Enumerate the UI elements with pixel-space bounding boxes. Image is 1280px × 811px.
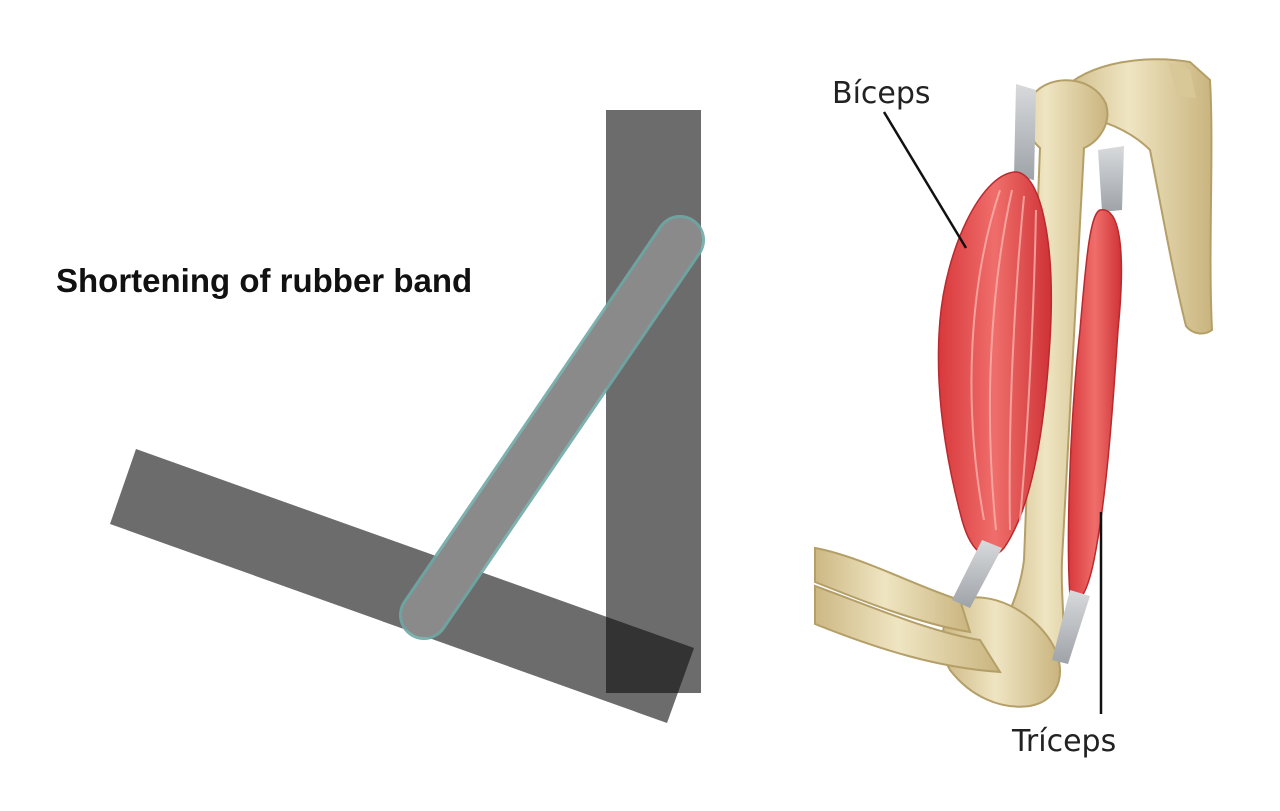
biceps-tendon-top (1014, 84, 1036, 180)
biceps-fibers (970, 189, 1037, 531)
ulna-bone (814, 584, 1002, 674)
biceps-tendon-bottom (952, 540, 1002, 608)
biceps-leader-line (882, 111, 968, 249)
scapula-bone (1058, 58, 1214, 335)
biceps-label: Bíceps (832, 76, 931, 111)
rubber-band-inner (402, 218, 702, 637)
triceps-tendon-bottom (1052, 590, 1090, 664)
radius-bone (814, 546, 972, 634)
arm-anatomy (814, 58, 1214, 714)
vertical-bar (606, 110, 701, 693)
triceps-label: Tríceps (1012, 724, 1117, 759)
triceps-tendon-top (1098, 146, 1124, 212)
rubber-band-model (110, 110, 705, 723)
bar-overlap (606, 616, 694, 693)
angled-bar (110, 449, 694, 723)
diagram-caption: Shortening of rubber band (56, 262, 473, 299)
